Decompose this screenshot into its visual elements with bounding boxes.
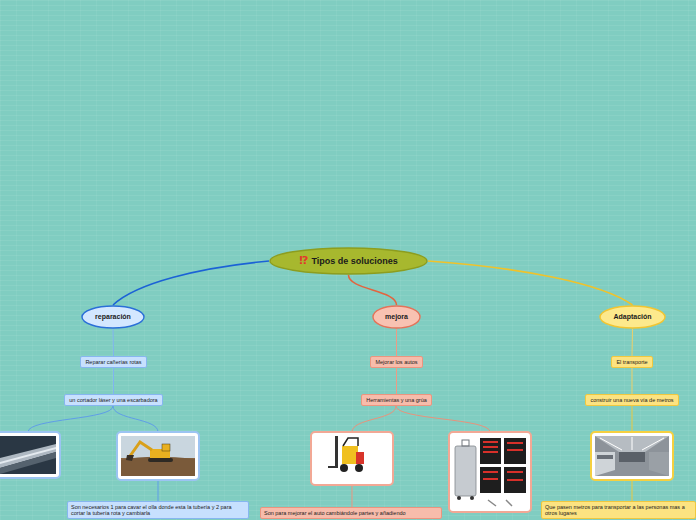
node-text: Son necesarios 1 para cavar el olla dond… [71, 504, 232, 516]
note-box: Son necesarios 1 para cavar el olla dond… [67, 501, 249, 519]
toolcase-picture-part [449, 432, 531, 512]
subtopic-box: un cortador láser y una escarbadora [64, 394, 163, 406]
subtopic-box: Mejorar los autos [370, 356, 423, 368]
note-box: Son para mejorar el auto cambiándole par… [260, 507, 442, 519]
connector [396, 368, 397, 394]
leader-lines-part [396, 406, 490, 432]
ellipse-shape [600, 306, 665, 328]
text-group: mejora [385, 313, 408, 321]
ellipse-shape [270, 248, 427, 274]
connector [113, 329, 115, 356]
central-topic: ⁉Tipos de soluciones [269, 247, 428, 275]
metro-picture [591, 432, 673, 480]
forklift-picture-part [356, 452, 364, 464]
node-text: Tipos de soluciones [311, 256, 397, 267]
toolcase-picture-part [483, 442, 523, 480]
node-text: construir una nueva vía de metros [590, 397, 673, 404]
node-text: un cortador láser y una escarbadora [69, 397, 157, 404]
connector [632, 368, 633, 394]
pipe-picture-part [0, 436, 56, 474]
text-group: El transporte [616, 359, 647, 366]
forklift-picture-part [343, 438, 358, 446]
forklift-picture-part [355, 464, 363, 472]
text-group: Son necesarios 1 para cavar el olla dond… [71, 504, 245, 517]
leader-lines-part [352, 406, 396, 432]
connector [632, 329, 634, 356]
excavator-picture-part [130, 442, 152, 456]
node-text: El transporte [616, 359, 647, 366]
text-group: Herramientas y una grúa [366, 397, 427, 404]
node-text: reparación [95, 313, 131, 321]
subtopic-box: construir una nueva vía de metros [585, 394, 679, 406]
branch-topic: reparación [81, 305, 145, 329]
excavator-picture-part [126, 455, 134, 461]
leader-lines-part [113, 406, 158, 432]
text-group: reparación [95, 313, 131, 321]
subtopic-box: Reparar cañerías rotas [80, 356, 147, 368]
excavator-picture [117, 432, 199, 480]
metro-picture-part [595, 436, 669, 452]
branch-topic: mejora [372, 305, 421, 329]
node-text: Adaptación [613, 313, 651, 321]
text-group: Adaptación [613, 313, 651, 321]
forklift-picture-part [311, 432, 393, 485]
toolcase-picture [449, 432, 531, 512]
text-group: Son para mejorar el auto cambiándole par… [264, 510, 438, 516]
metro-picture-part [600, 437, 664, 450]
toolcase-picture-part [462, 440, 469, 446]
note-box: Que pasen metros para transportar a las … [541, 501, 696, 519]
node-text: Reparar cañerías rotas [85, 359, 141, 366]
connector [428, 261, 633, 305]
excavator-picture-part [121, 436, 195, 476]
text-group: construir una nueva vía de metros [590, 397, 673, 404]
text-group: Reparar cañerías rotas [85, 359, 141, 366]
node-text: Que pasen metros para transportar a las … [545, 504, 685, 516]
metro-picture-part [597, 455, 613, 459]
leader-lines-part [632, 406, 633, 432]
metro-picture-part [595, 436, 669, 476]
pipe-picture-part [0, 452, 56, 474]
metro-picture-part [649, 452, 669, 476]
metro-picture-part [619, 452, 645, 462]
node-text: Herramientas y una grúa [366, 397, 427, 404]
subtopic-box: El transporte [611, 356, 653, 368]
toolcase-picture-part [470, 496, 474, 500]
forklift-picture [311, 432, 393, 485]
connector [113, 368, 114, 394]
excavator-picture-part [117, 432, 199, 480]
toolcase-picture-part [488, 500, 512, 506]
toolcase-picture-part [457, 496, 461, 500]
text-group: Que pasen metros para transportar a las … [545, 504, 692, 517]
leader-lines-part [28, 406, 113, 432]
forklift-picture-part [335, 436, 338, 468]
forklift-picture-part [328, 466, 338, 468]
node-text: mejora [385, 313, 408, 321]
text-group: ⁉Tipos de soluciones [299, 254, 397, 267]
connector [113, 261, 269, 305]
connector [396, 329, 397, 356]
excavator-picture-part [148, 458, 173, 462]
forklift-picture-part [342, 446, 358, 464]
subtopic-box: Herramientas y una grúa [361, 394, 432, 406]
toolcase-picture-part [455, 446, 476, 496]
text-group: un cortador láser y una escarbadora [69, 397, 157, 404]
metro-picture-part [595, 452, 615, 476]
text-group: Mejorar los autos [375, 359, 417, 366]
forklift-picture-part [340, 464, 348, 472]
pipe-picture-part [0, 432, 60, 478]
node-text: Son para mejorar el auto cambiándole par… [264, 510, 406, 516]
pipe-picture [0, 432, 60, 478]
branch-topic: Adaptación [599, 305, 666, 329]
excavator-picture-part [162, 444, 170, 451]
connector [349, 275, 397, 305]
metro-picture-part [591, 432, 673, 480]
node-text: Mejorar los autos [375, 359, 417, 366]
ellipse-shape [82, 306, 144, 328]
leader-lines [28, 406, 632, 512]
topic-icon: ⁉ [299, 254, 308, 267]
ellipse-shape [373, 306, 420, 328]
